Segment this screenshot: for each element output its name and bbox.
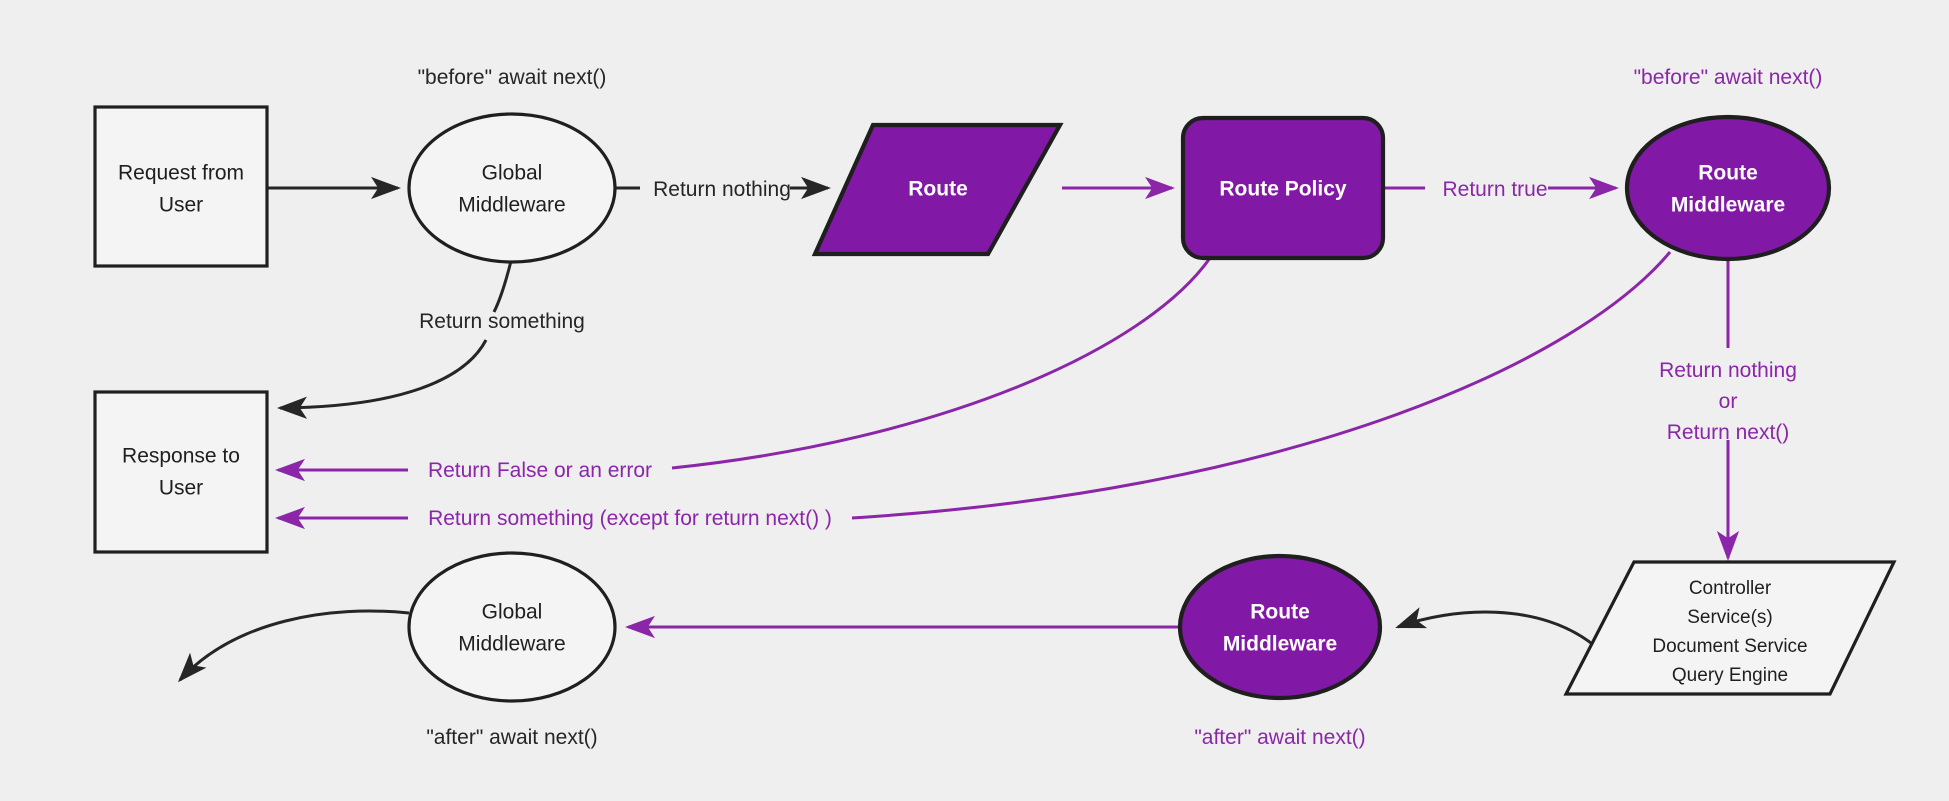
node-route-policy[interactable]: Route Policy (1180, 115, 1386, 261)
edge-global-middleware-bottom-to-response (177, 609, 410, 683)
edge-route-policy-to-response-false (275, 257, 1212, 482)
annotation-after-await-next-bottom-left: "after" await next() (426, 726, 597, 749)
node-route-middleware-bottom[interactable]: Route Middleware (1177, 553, 1383, 701)
edge-controller-to-route-middleware-bottom (1395, 607, 1597, 649)
edge-label-return-false-or-error: Return False or an error (428, 459, 652, 482)
edge-label-return-something-except: Return something (except for return next… (428, 507, 832, 530)
node-global-middleware-bottom[interactable]: Global Middleware (407, 551, 617, 703)
edge-route-middleware-to-response-something (275, 251, 1672, 530)
edge-label-return-nothing: Return nothing (653, 178, 791, 201)
edge-label-return-true: Return true (1442, 178, 1547, 201)
edge-label-return-nothing-or-next-line1: Return nothing (1659, 359, 1797, 382)
node-response-to-user[interactable]: Response to User (93, 390, 269, 554)
node-controller-stack[interactable]: Controller Service(s) Document Service Q… (1563, 560, 1897, 696)
edge-global-middleware-to-response (277, 260, 513, 419)
node-global-middleware-top[interactable]: Global Middleware (407, 112, 617, 264)
annotation-after-await-next-bottom-right: "after" await next() (1194, 726, 1365, 749)
annotation-before-await-next-top-right: "before" await next() (1634, 66, 1823, 89)
node-route[interactable]: Route (811, 122, 1064, 257)
node-request-from-user[interactable]: Request from User (93, 105, 269, 268)
edge-label-return-something: Return something (419, 310, 585, 333)
edge-label-return-nothing-or-next-line3: Return next() (1667, 421, 1790, 444)
edge-label-return-nothing-or-next-line2: or (1719, 390, 1738, 413)
node-route-middleware-top[interactable]: Route Middleware (1624, 114, 1832, 262)
annotation-before-await-next-top-left: "before" await next() (418, 66, 607, 89)
